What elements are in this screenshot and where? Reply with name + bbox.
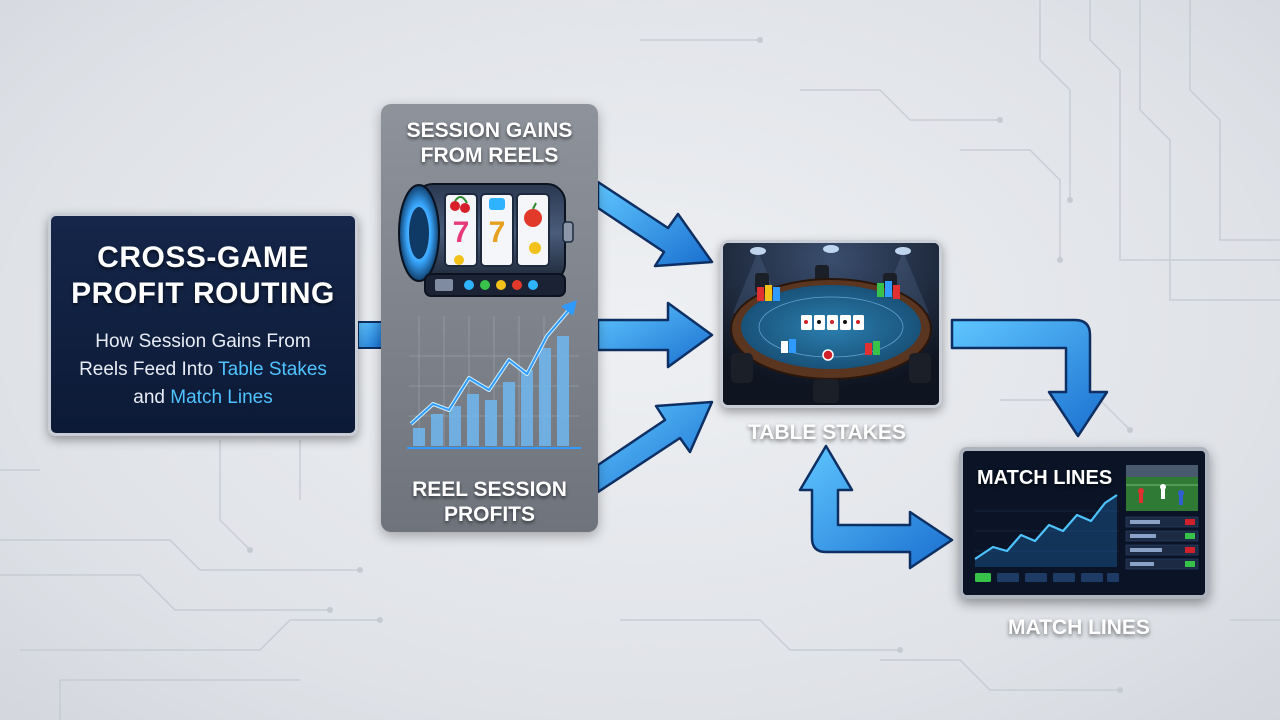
title-line-2: PROFIT ROUTING — [71, 277, 335, 310]
table-stakes-panel — [720, 240, 942, 408]
match-lines-caption: MATCH LINES — [1008, 616, 1150, 639]
diagram-subtitle: How Session Gains From Reels Feed Into T… — [51, 328, 355, 412]
title-card: CROSS-GAME PROFIT ROUTING How Session Ga… — [48, 213, 358, 436]
arrow-reels-to-table-lower — [596, 400, 714, 494]
table-stakes-caption: TABLE STAKES — [748, 421, 906, 444]
community-cards — [801, 315, 864, 330]
subtitle-line-2: Reels Feed Into Table Stakes — [51, 356, 355, 384]
seven-icon: 7 — [489, 216, 506, 249]
subtitle-line-1: How Session Gains From — [95, 331, 311, 352]
subtitle-match-lines-highlight: Match Lines — [170, 387, 273, 408]
odds-buttons — [975, 573, 1119, 582]
subtitle-line-3-text: and — [133, 387, 171, 408]
slot-machine-icon: 7 7 — [398, 183, 574, 297]
reels-panel: SESSION GAINS FROM REELS 7 7 — [381, 104, 598, 532]
growth-chart-icon — [407, 300, 581, 449]
arrow-reels-to-table-middle — [596, 301, 714, 369]
reels-title-line-2: FROM REELS — [420, 144, 559, 167]
diagram-title: CROSS-GAME PROFIT ROUTING — [51, 240, 355, 312]
arrow-table-to-match — [950, 318, 1109, 438]
subtitle-table-stakes-highlight: Table Stakes — [218, 359, 327, 380]
reels-title-line-1: SESSION GAINS — [406, 119, 573, 142]
betting-dashboard-icon — [963, 451, 1205, 595]
cherry-icon — [450, 196, 470, 213]
seven-icon: 7 — [453, 216, 470, 249]
chip-stacks — [757, 281, 900, 361]
match-lines-panel: MATCH LINES — [959, 447, 1209, 599]
arrow-reels-to-table-upper — [596, 180, 714, 268]
subtitle-line-3: and Match Lines — [51, 384, 355, 412]
reels-bottom-label: REEL SESSION PROFITS — [381, 477, 598, 527]
subtitle-line-2-text: Reels Feed Into — [79, 359, 219, 380]
apple-icon — [524, 202, 542, 227]
arrow-title-to-reels — [357, 321, 383, 349]
title-line-1: CROSS-GAME — [97, 241, 309, 274]
poker-table-icon — [723, 243, 939, 405]
match-lines-panel-title: MATCH LINES — [977, 467, 1113, 489]
reels-bottom-line-2: PROFITS — [443, 503, 535, 526]
arrow-table-match-bidirectional — [798, 444, 954, 570]
reels-bottom-line-1: REEL SESSION — [412, 478, 567, 501]
reels-panel-title: SESSION GAINS FROM REELS — [381, 118, 598, 168]
